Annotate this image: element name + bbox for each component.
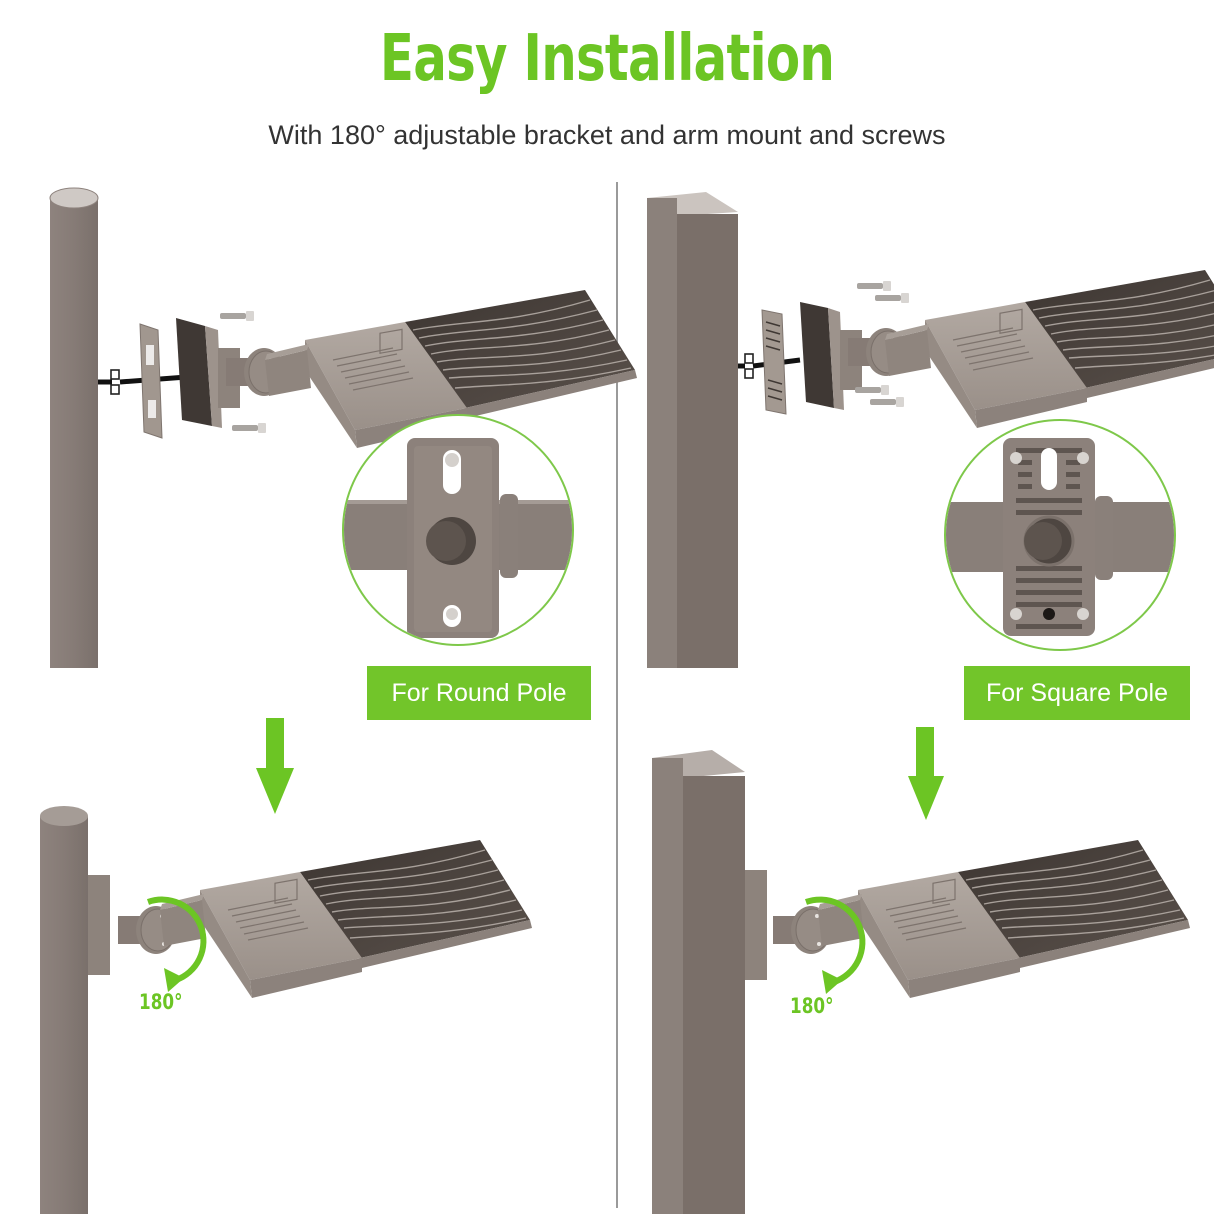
screw-icon xyxy=(857,281,891,291)
rotate-arrow-icon xyxy=(146,896,207,992)
square-pole-top-illustration xyxy=(647,192,738,668)
down-arrow-icon xyxy=(256,718,294,814)
screw-icon xyxy=(875,293,909,303)
round-pole-exploded-assembly xyxy=(98,289,638,449)
round-pole-label-text: For Round Pole xyxy=(391,678,567,707)
square-pole-bracket-detail xyxy=(944,419,1176,651)
screw-icon xyxy=(870,397,904,407)
screw-icon xyxy=(232,423,266,433)
round-pole-bracket-detail xyxy=(342,414,574,646)
panel-divider xyxy=(616,182,618,1208)
square-pole-label: For Square Pole xyxy=(964,666,1190,720)
page-subtitle: With 180° adjustable bracket and arm mou… xyxy=(268,120,946,150)
wire-connector-icon xyxy=(744,353,754,379)
round-pole-top-illustration xyxy=(49,187,99,668)
round-pole-label: For Round Pole xyxy=(367,666,591,720)
rotate-arrow-icon xyxy=(805,896,866,994)
square-pole-label-text: For Square Pole xyxy=(985,678,1169,707)
round-pole-installed-illustration xyxy=(40,806,533,1214)
wire-connector-icon xyxy=(110,369,120,395)
square-pole-installed-illustration xyxy=(652,750,1191,1214)
screw-icon xyxy=(220,311,254,321)
square-pole-rotation-label: 180° xyxy=(790,994,834,1018)
down-arrow-icon xyxy=(908,727,944,820)
round-pole-rotation-label: 180° xyxy=(139,990,183,1014)
square-pole-exploded-assembly xyxy=(738,269,1214,429)
page-title: Easy Installation xyxy=(379,22,835,96)
